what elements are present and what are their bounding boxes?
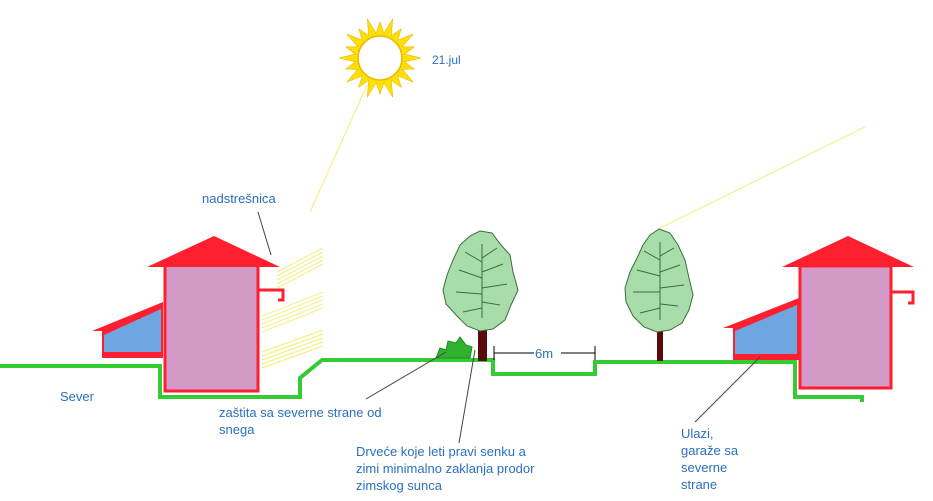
distance-marker bbox=[493, 346, 596, 360]
right-house-wall bbox=[798, 264, 893, 390]
pointer-lines bbox=[257, 211, 761, 444]
distance-label: 6m bbox=[535, 346, 554, 361]
right-tree-trunk bbox=[657, 318, 663, 361]
trees-label: Drveće koje leti pravi senku a zimi mini… bbox=[356, 444, 535, 493]
right-gutter bbox=[891, 290, 915, 305]
right-tree-canopy bbox=[624, 228, 694, 333]
right-house-roof bbox=[782, 236, 914, 267]
snow-protection-label: zaštita sa severne strane od snega bbox=[219, 405, 382, 437]
left-tree-trunk bbox=[478, 316, 487, 361]
tree-icon bbox=[624, 228, 694, 361]
left-annex-glass bbox=[104, 309, 161, 352]
north-label: Sever bbox=[60, 389, 94, 404]
date-label: 21.jul bbox=[432, 53, 461, 67]
sun-icon bbox=[338, 18, 422, 98]
sun-disc bbox=[357, 35, 403, 81]
left-tree-canopy bbox=[442, 230, 519, 332]
canopy-label: nadstrešnica bbox=[202, 191, 276, 206]
entrances-label: Ulazi, garaže sa severne strane bbox=[681, 426, 739, 492]
right-annex-glass bbox=[735, 305, 797, 354]
left-gutter bbox=[258, 288, 285, 302]
house-icon bbox=[723, 236, 915, 390]
left-house-roof bbox=[147, 236, 280, 267]
house-icon bbox=[92, 236, 285, 393]
sun-beams bbox=[261, 84, 866, 369]
tree-icon bbox=[442, 230, 519, 361]
ground-line bbox=[0, 358, 864, 402]
left-house-wall bbox=[163, 263, 260, 393]
